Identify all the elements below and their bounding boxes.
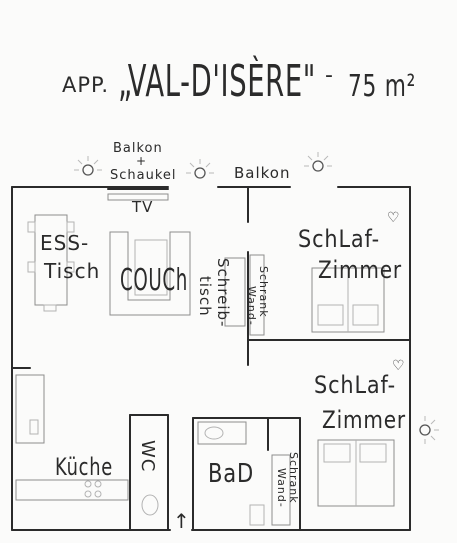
bedroom-1-label-line1: SchLaf- xyxy=(298,225,380,253)
desk-label-line1: Schreib- xyxy=(214,258,232,327)
dining-table-label: ESS- Tisch xyxy=(40,231,100,283)
title-apartment-name: „VAL-D'ISÈRE" xyxy=(118,54,316,107)
desk-label-line2: tisch xyxy=(196,276,214,317)
wardrobe-1-label: Wand- Schrank xyxy=(245,266,270,326)
wc-label-text: WC xyxy=(137,440,158,472)
plan-title: APP. „VAL-D'ISÈRE" - 75 m² xyxy=(62,54,416,107)
wardrobe-1-label-line2: Schrank xyxy=(257,266,270,318)
entrance-arrow-icon: ↑ xyxy=(173,509,191,533)
bath-label: BaD xyxy=(208,459,254,489)
title-dash: - xyxy=(325,63,334,88)
lamp-icon xyxy=(304,152,332,172)
wardrobe-1-label-line1: Wand- xyxy=(245,286,258,326)
wc-label: WC xyxy=(137,440,158,472)
couch-label: COUCh xyxy=(120,263,188,298)
balcony-right-label: Balkon xyxy=(234,164,291,182)
balcony-left-label-line1: Balkon xyxy=(113,141,163,156)
desk-label: Schreib- tisch xyxy=(196,258,232,327)
bedroom-1-label: SchLaf- Zimmer ♡ xyxy=(298,210,402,284)
wardrobe-2-label-line1: Wand- xyxy=(275,468,288,508)
title-prefix: APP. xyxy=(62,73,109,97)
dining-table-label-line1: ESS- xyxy=(40,231,89,255)
dining-table-label-line2: Tisch xyxy=(43,259,100,283)
wardrobe-2-label: Wand- Schrank xyxy=(275,452,300,508)
kitchen-label: Küche xyxy=(55,453,113,481)
heart-icon: ♡ xyxy=(392,358,406,374)
heart-icon: ♡ xyxy=(387,210,401,226)
bedroom-2-label: SchLaf- Zimmer ♡ xyxy=(314,358,406,434)
balcony-left-label: Balkon + Schaukel xyxy=(110,141,177,183)
lamp-icon xyxy=(419,416,439,444)
tv-label: TV xyxy=(131,198,153,216)
walls xyxy=(11,186,411,531)
furniture xyxy=(15,193,395,526)
balcony-left-label-line2: + xyxy=(136,154,147,168)
bedroom-1-label-line2: Zimmer xyxy=(318,256,402,284)
wardrobe-2-label-line2: Schrank xyxy=(287,452,300,504)
bedroom-2-label-line1: SchLaf- xyxy=(314,371,396,399)
bedroom-2-label-line2: Zimmer xyxy=(322,406,406,434)
title-area: 75 m² xyxy=(348,69,416,104)
lamp-icon xyxy=(74,156,102,176)
balcony-left-label-line3: Schaukel xyxy=(110,168,177,183)
lamp-icon xyxy=(186,159,214,179)
